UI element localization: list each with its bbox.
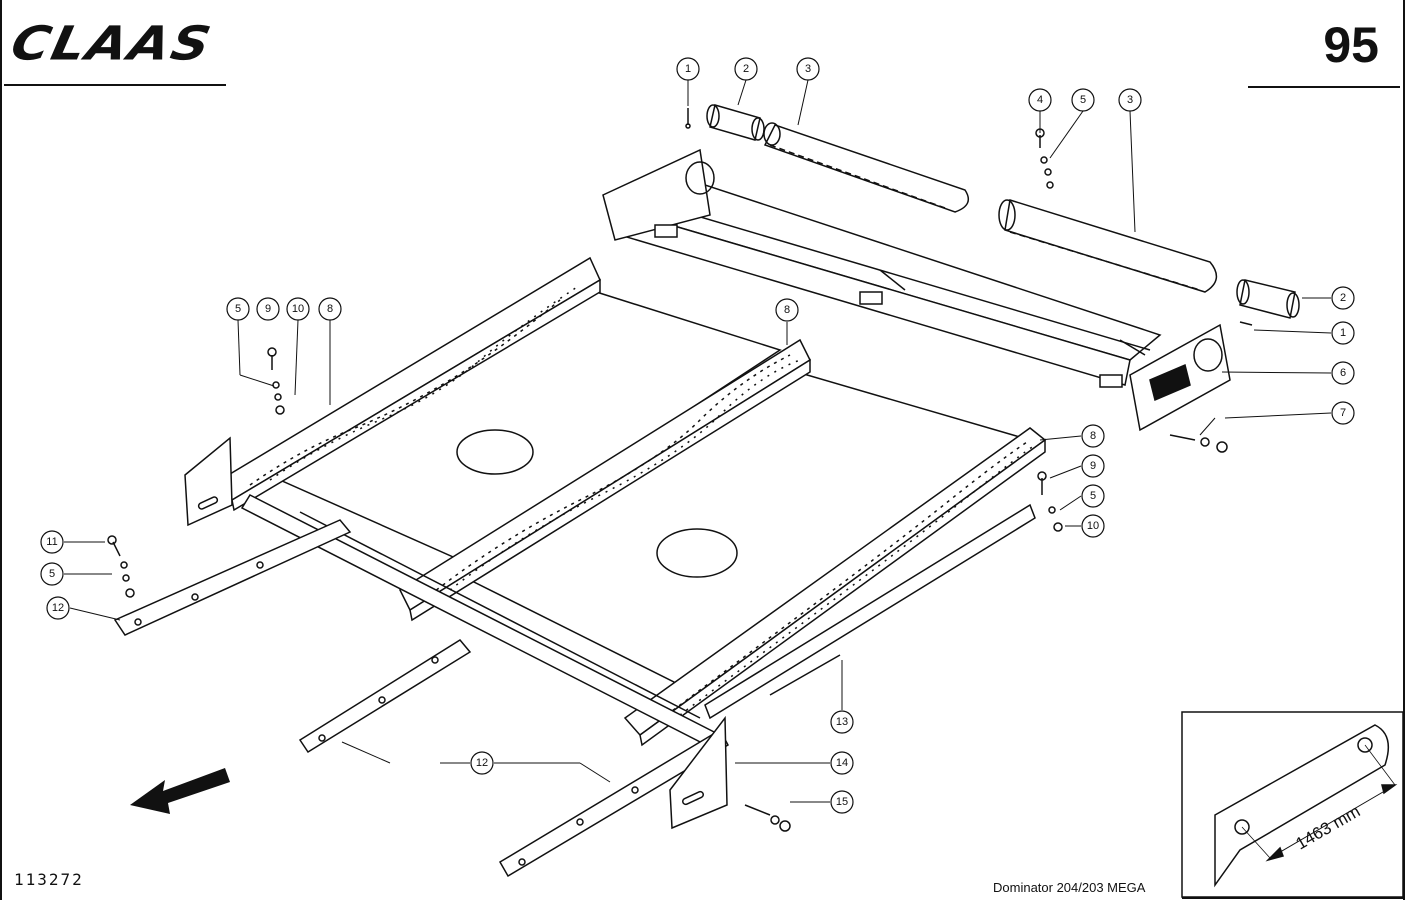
svg-text:12: 12 — [476, 757, 488, 769]
callout-14: 14 — [830, 751, 854, 775]
callout-8-middle: 8 — [775, 298, 799, 322]
callout-2-right: 2 — [1331, 286, 1355, 310]
flat-bar-middle — [298, 639, 472, 754]
drawing-number: 113272 — [14, 870, 84, 889]
callout-12-left: 12 — [46, 596, 70, 620]
svg-text:10: 10 — [1087, 520, 1099, 532]
sleeve-left — [706, 104, 765, 141]
svg-text:2: 2 — [743, 63, 749, 75]
callout-10-left: 10 — [286, 297, 310, 321]
cover-tube-left — [763, 122, 970, 213]
header-rule-left — [4, 84, 226, 86]
svg-text:1: 1 — [685, 63, 691, 75]
callout-5-right: 5 — [1081, 484, 1105, 508]
svg-text:9: 9 — [265, 303, 271, 315]
svg-text:5: 5 — [49, 568, 55, 580]
callout-2-top: 2 — [734, 57, 758, 81]
callout-3-top: 3 — [796, 57, 820, 81]
svg-text:7: 7 — [1340, 407, 1346, 419]
svg-text:10: 10 — [292, 303, 304, 315]
header-rule-right — [1248, 86, 1400, 88]
svg-text:5: 5 — [235, 303, 241, 315]
callout-5-left: 5 — [226, 297, 250, 321]
callout-3-right: 3 — [1118, 88, 1142, 112]
flat-bar-left — [113, 519, 352, 636]
frame-left — [0, 0, 2, 900]
svg-text:15: 15 — [836, 796, 848, 808]
svg-text:3: 3 — [1127, 94, 1133, 106]
svg-text:8: 8 — [1090, 430, 1096, 442]
svg-text:9: 9 — [1090, 460, 1096, 472]
frame-right — [1403, 0, 1405, 900]
leader-lines — [64, 79, 1332, 803]
side-rail-13 — [704, 503, 1036, 720]
callout-11: 11 — [40, 530, 64, 554]
svg-text:4: 4 — [1037, 94, 1043, 106]
flat-bar-right — [498, 728, 729, 878]
callout-13: 13 — [830, 710, 854, 734]
callout-8-right: 8 — [1081, 424, 1105, 448]
svg-text:13: 13 — [836, 716, 848, 728]
frame-bottom-right — [1182, 897, 1405, 899]
cover-tube-right — [998, 199, 1218, 293]
callout-6: 6 — [1331, 361, 1355, 385]
svg-text:3: 3 — [805, 63, 811, 75]
callout-5-bottom-left: 5 — [40, 562, 64, 586]
svg-text:12: 12 — [52, 602, 64, 614]
angle-plate-left — [184, 436, 233, 527]
callout-1-top: 1 — [676, 57, 700, 81]
callout-15: 15 — [830, 790, 854, 814]
direction-arrow — [130, 768, 230, 814]
angle-plate-right — [669, 715, 728, 830]
callout-1-right: 1 — [1331, 321, 1355, 345]
svg-text:14: 14 — [836, 757, 848, 769]
wood-beam-right — [623, 427, 1047, 747]
svg-text:8: 8 — [784, 304, 790, 316]
page-number: 95 — [1323, 17, 1379, 73]
svg-text:1: 1 — [1340, 327, 1346, 339]
svg-text:8: 8 — [327, 303, 333, 315]
sleeve-right — [1236, 279, 1300, 319]
model-name: Dominator 204/203 MEGA — [993, 880, 1146, 895]
svg-text:11: 11 — [46, 536, 57, 548]
inset-detail: 1463 mm — [1181, 711, 1404, 898]
svg-text:5: 5 — [1090, 490, 1096, 502]
callout-7: 7 — [1331, 401, 1355, 425]
svg-text:5: 5 — [1080, 94, 1086, 106]
svg-text:2: 2 — [1340, 292, 1346, 304]
callout-10-right: 10 — [1081, 514, 1105, 538]
callout-9-right: 9 — [1081, 454, 1105, 478]
callout-12-bottom: 12 — [470, 751, 494, 775]
axle-tube-assembly — [602, 148, 1231, 432]
callout-circles: 1 2 3 4 5 3 2 1 6 7 5 9 10 8 8 8 9 5 10 … — [40, 57, 1355, 814]
callout-8-left: 8 — [318, 297, 342, 321]
callout-9-left: 9 — [256, 297, 280, 321]
callout-4: 4 — [1028, 88, 1052, 112]
svg-text:6: 6 — [1340, 367, 1346, 379]
callout-5-top: 5 — [1071, 88, 1095, 112]
fasteners — [107, 108, 1253, 832]
wood-beam-middle — [399, 338, 811, 622]
